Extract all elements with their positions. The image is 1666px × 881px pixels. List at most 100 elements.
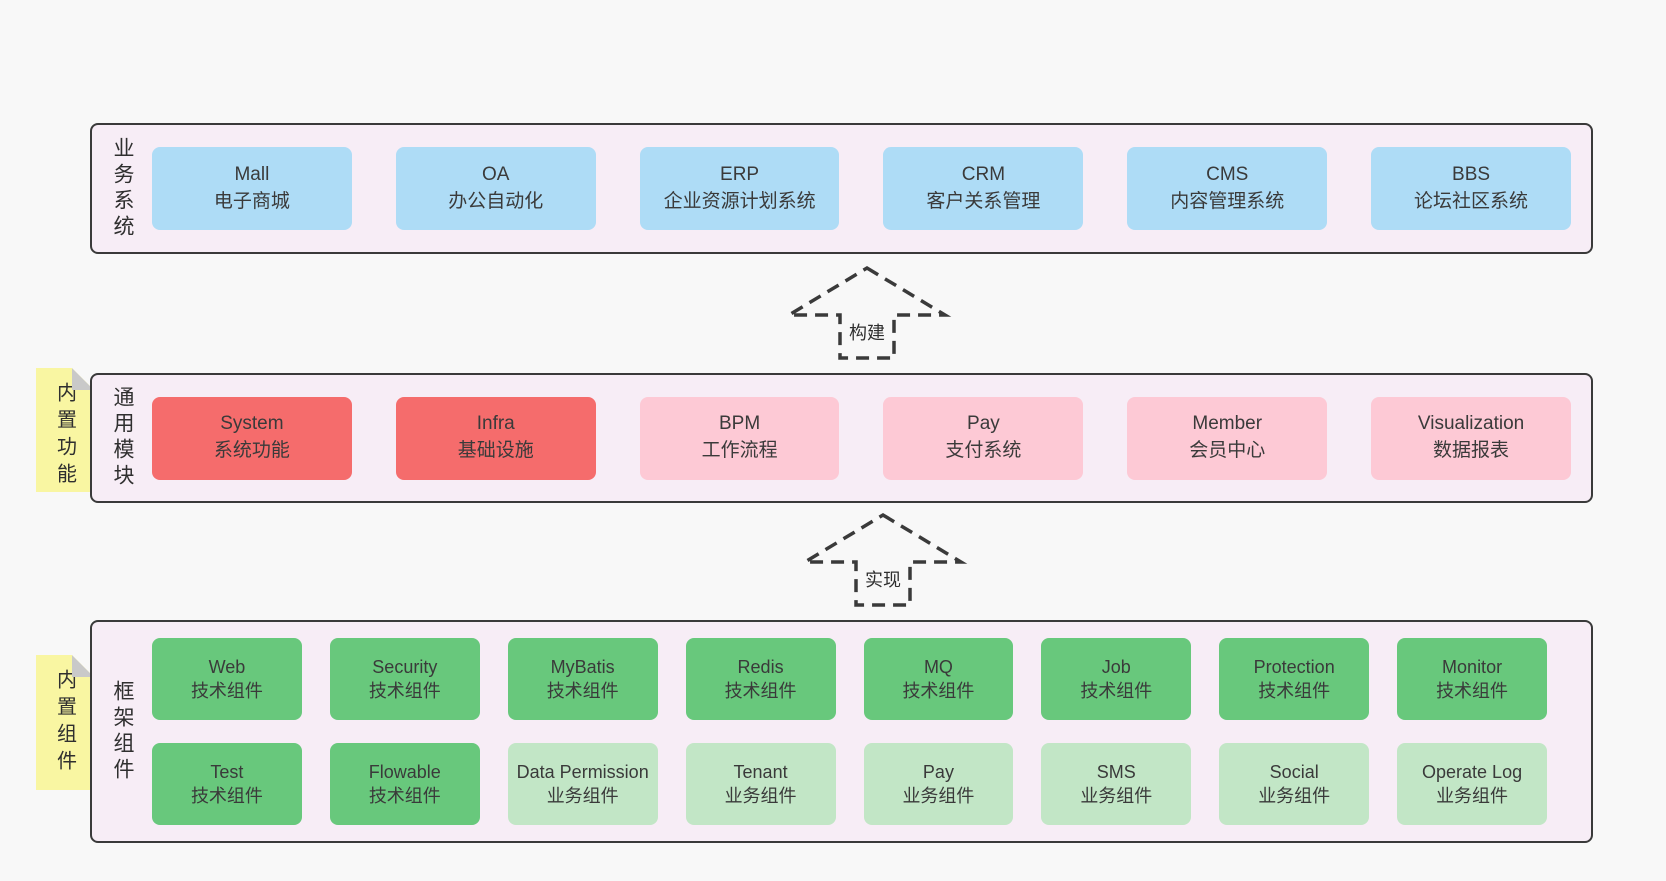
tag-text: 内置功能 [53,382,76,490]
framework-components-grid: Web 技术组件 Security 技术组件 MyBatis 技术组件 Redi… [152,622,1591,841]
box-bpm: BPM 工作流程 [639,396,840,480]
box-mall: Mall 电子商城 [152,147,352,230]
box-title: Infra [476,413,515,435]
common-modules-row: System 系统功能 Infra 基础设施 BPM 工作流程 Pay 支付系统… [152,375,1591,501]
builtin-features-tag: 内置功能 [36,368,94,492]
box-member: Member 会员中心 [1127,396,1328,480]
box-web: Web 技术组件 [152,638,302,720]
box-title: BBS [1452,163,1491,185]
box-job: Job 技术组件 [1041,638,1192,720]
box-title: Operate Log [1422,761,1523,782]
box-visualization: Visualization 数据报表 [1371,396,1571,480]
box-subtitle: 基础设施 [457,440,534,461]
box-subtitle: 客户关系管理 [926,190,1041,212]
box-subtitle: 电子商城 [213,190,290,212]
box-subtitle: 技术组件 [190,786,263,806]
box-crm: CRM 客户关系管理 [883,147,1084,230]
box-title: BPM [718,413,761,435]
box-title: Job [1101,656,1131,677]
tag-text: 内置组件 [53,669,76,777]
box-title: Pay [922,761,954,782]
box-subtitle: 办公自动化 [448,190,544,212]
box-title: Security [372,656,438,677]
box-title: Tenant [733,761,788,782]
box-subtitle: 技术组件 [190,681,263,701]
box-data-permission: Data Permission 业务组件 [507,743,658,825]
box-title: CRM [961,163,1006,185]
framework-components-label: 框架组件 [111,679,134,784]
box-title: Flowable [368,761,441,782]
box-subtitle: 技术组件 [724,681,797,701]
box-title: Web [208,656,246,677]
implement-arrow: 实现 [798,511,968,608]
box-subtitle: 业务组件 [902,786,975,806]
box-protection: Protection 技术组件 [1219,638,1370,720]
common-modules-label: 通用模块 [111,386,134,490]
arrow-label: 实现 [861,565,905,593]
common-modules-panel: 通用模块 System 系统功能 Infra 基础设施 BPM 工作流程 Pay… [90,373,1593,503]
box-pay-module: Pay 支付系统 [883,396,1084,480]
box-title: Pay [967,413,1000,435]
box-test: Test 技术组件 [152,743,302,825]
framework-components-panel: 框架组件 Web 技术组件 Security 技术组件 MyBatis 技术组件… [90,620,1593,843]
box-title: Redis [737,656,784,677]
box-social: Social 业务组件 [1219,743,1370,825]
framework-row-2: Test 技术组件 Flowable 技术组件 Data Permission … [152,743,1547,825]
box-bbs: BBS 论坛社区系统 [1371,147,1571,230]
box-subtitle: 系统功能 [213,440,290,461]
box-subtitle: 技术组件 [1436,681,1509,701]
box-title: Test [210,761,244,782]
box-title: ERP [720,163,760,185]
arrow-label: 构建 [845,318,889,346]
box-subtitle: 技术组件 [1258,681,1331,701]
box-subtitle: 技术组件 [368,786,441,806]
box-subtitle: 业务组件 [546,786,619,806]
box-title: Visualization [1417,413,1525,435]
box-mq: MQ 技术组件 [863,638,1014,720]
box-subtitle: 技术组件 [1080,681,1153,701]
box-title: Monitor [1442,656,1503,677]
box-title: SMS [1096,761,1136,782]
box-title: Data Permission [516,761,649,782]
box-subtitle: 论坛社区系统 [1414,190,1529,212]
box-redis: Redis 技术组件 [685,638,836,720]
build-arrow: 构建 [782,264,952,361]
business-systems-row: Mall 电子商城 OA 办公自动化 ERP 企业资源计划系统 CRM 客户关系… [152,125,1591,252]
box-subtitle: 业务组件 [1258,786,1331,806]
box-subtitle: 会员中心 [1189,440,1266,461]
box-subtitle: 企业资源计划系统 [663,190,816,212]
box-system: System 系统功能 [152,396,352,480]
box-subtitle: 业务组件 [1436,786,1509,806]
business-systems-panel: 业务系统 Mall 电子商城 OA 办公自动化 ERP 企业资源计划系统 CRM… [90,123,1593,254]
box-erp: ERP 企业资源计划系统 [639,147,840,230]
box-sms: SMS 业务组件 [1041,743,1192,825]
box-title: OA [482,163,510,185]
box-title: Protection [1253,656,1335,677]
box-operate-log: Operate Log 业务组件 [1397,743,1547,825]
box-tenant: Tenant 业务组件 [685,743,836,825]
box-subtitle: 技术组件 [902,681,975,701]
builtin-components-tag: 内置组件 [36,655,94,790]
box-security: Security 技术组件 [329,638,480,720]
box-mybatis: MyBatis 技术组件 [507,638,658,720]
box-title: System [220,413,284,435]
box-title: Mall [234,163,270,185]
box-title: CMS [1206,163,1249,185]
box-pay-component: Pay 业务组件 [863,743,1014,825]
box-cms: CMS 内容管理系统 [1127,147,1328,230]
up-block-arrow-icon [798,512,968,607]
box-flowable: Flowable 技术组件 [329,743,480,825]
box-subtitle: 工作流程 [701,440,778,461]
box-subtitle: 业务组件 [724,786,797,806]
box-oa: OA 办公自动化 [395,147,596,230]
box-subtitle: 技术组件 [368,681,441,701]
up-block-arrow-icon [782,265,952,360]
box-subtitle: 内容管理系统 [1170,190,1285,212]
box-monitor: Monitor 技术组件 [1397,638,1547,720]
box-subtitle: 数据报表 [1433,440,1510,461]
business-systems-label: 业务系统 [111,136,134,241]
box-title: Social [1269,761,1319,782]
framework-row-1: Web 技术组件 Security 技术组件 MyBatis 技术组件 Redi… [152,638,1547,720]
box-subtitle: 支付系统 [945,440,1022,461]
box-title: Member [1192,413,1263,435]
